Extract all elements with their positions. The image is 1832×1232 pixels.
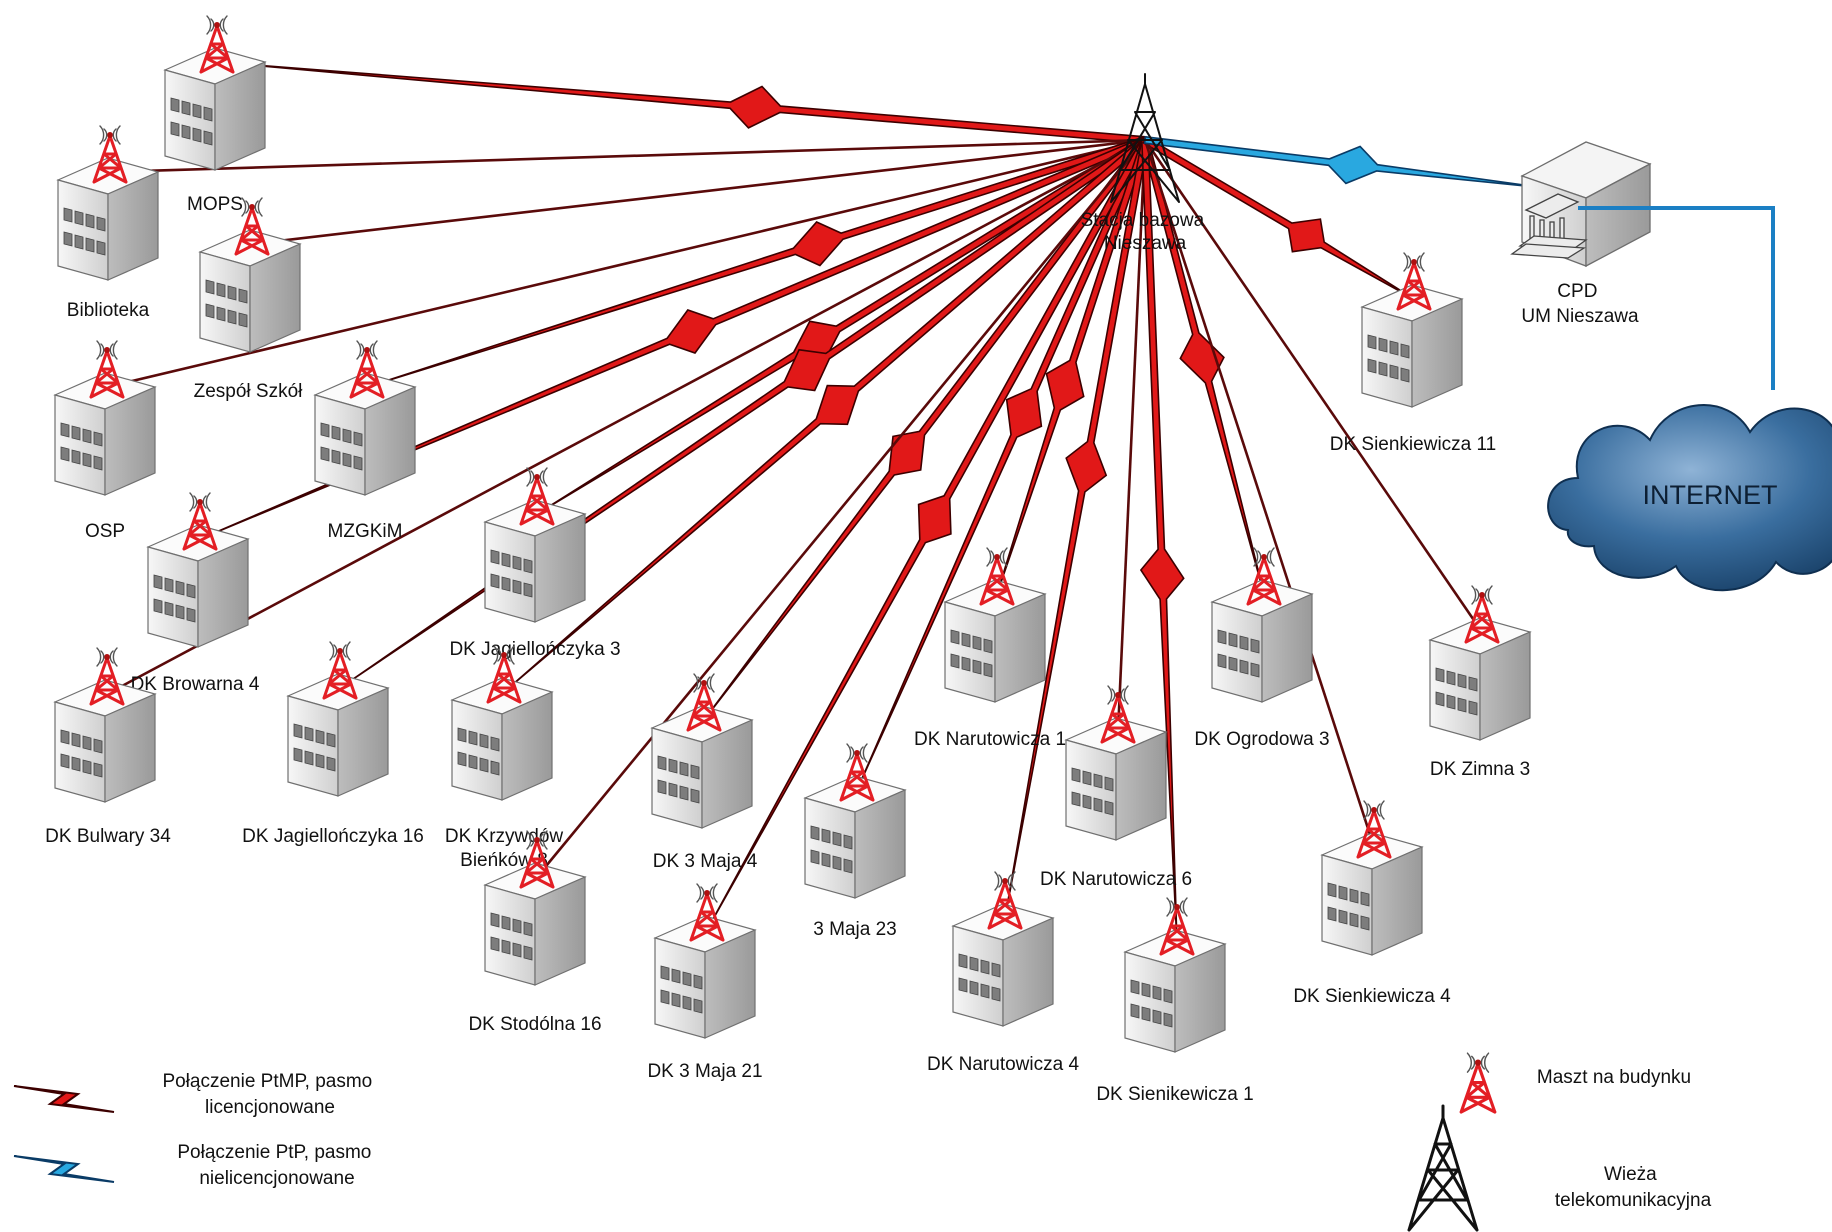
label-zespol-szkol: Zespół Szkół (194, 381, 304, 402)
label-dk-bulwary-34: DK Bulwary 34 (45, 826, 171, 847)
legend-unlicensed-line1: Połączenie PtP, pasmo (177, 1142, 371, 1163)
tower-label-line1: Stacja bazowa (1081, 210, 1205, 231)
legend-tower-line2: telekomunikacyjna (1555, 1190, 1712, 1211)
link-dk-3-maja-4 (703, 136, 1149, 721)
building-dk-sienkiewicza-4 (1321, 799, 1423, 956)
link-dk-zimna-3 (1143, 139, 1484, 633)
building-dk-narutowicza-1 (944, 546, 1046, 703)
label-mzgkim: MZGKiM (328, 521, 403, 542)
cpd-label-line2: UM Nieszawa (1521, 306, 1639, 327)
building-dk-zimna-3 (1429, 584, 1531, 741)
link-dk-3-maja-21 (706, 137, 1149, 931)
link-mzgkim (366, 135, 1148, 388)
cpd-label-line1: CPD (1557, 281, 1597, 302)
link-biblioteka (109, 138, 1146, 174)
cpd-server-icon (1510, 141, 1652, 268)
link-cpd-unlicensed (1143, 135, 1546, 189)
building-dk-sienikewicza-1 (1124, 896, 1226, 1053)
legend-tower-line1: Wieża (1604, 1164, 1657, 1185)
base-station-tower (1110, 73, 1180, 203)
label-line: Bieńków 8 (460, 850, 548, 871)
link-zespol-szkol (251, 138, 1146, 246)
label-dk-3-maja-21: DK 3 Maja 21 (647, 1061, 762, 1082)
cpd-internet-cable (1578, 206, 1775, 390)
building-dk-narutowicza-6 (1065, 684, 1167, 841)
building-mops (164, 14, 266, 171)
building-dk-3-maja-21 (654, 882, 756, 1039)
legend: Połączenie PtMP, pasmo licencjonowane Po… (13, 1051, 1712, 1232)
legend-tower-icon (1407, 1104, 1479, 1232)
label-dk-sienkiewicza-4: DK Sienkiewicza 4 (1293, 986, 1451, 1007)
label-dk-jagiellonczyka-3: DK Jagiellończyka 3 (449, 639, 620, 660)
legend-mast-icon (1459, 1051, 1497, 1114)
label-3-maja-23: 3 Maja 23 (813, 919, 896, 940)
label-line: DK Krzywdów (445, 826, 564, 847)
label-biblioteka: Biblioteka (67, 300, 150, 321)
cpd-label: CPD UM Nieszawa (1521, 281, 1639, 327)
internet-cloud-icon (1547, 404, 1832, 592)
link-dk-sienkiewicza-4 (1143, 139, 1376, 848)
legend-licensed-symbol (13, 1085, 115, 1113)
legend-unlicensed-line2: nielicencjonowane (199, 1168, 354, 1189)
building-dk-jagiellonczyka-3 (484, 466, 586, 623)
label-osp: OSP (85, 521, 125, 542)
label-dk-3-maja-4: DK 3 Maja 4 (653, 851, 758, 872)
label-mops: MOPS (187, 194, 243, 215)
link-dk-jagiellonczyka-3 (536, 136, 1148, 515)
label-dk-browarna-4: DK Browarna 4 (131, 674, 260, 695)
building-mzgkim (314, 339, 416, 496)
legend-mast-label: Maszt na budynku (1537, 1067, 1691, 1088)
building-3-maja-23 (804, 742, 906, 899)
link-dk-krzywdow (503, 136, 1149, 693)
tower-label: Stacja bazowa Nieszawa (1081, 210, 1210, 254)
building-osp (54, 339, 156, 496)
legend-unlicensed-symbol (13, 1155, 115, 1183)
legend-licensed-text: Połączenie PtMP, pasmo licencjonowane (162, 1071, 377, 1118)
building-dk-krzywdow (451, 644, 553, 801)
label-dk-sienikewicza-1: DK Sienikewicza 1 (1096, 1084, 1253, 1105)
link-osp (106, 138, 1146, 389)
legend-licensed-line2: licencjonowane (205, 1097, 335, 1118)
building-zespol-szkol (199, 196, 301, 353)
building-dk-narutowicza-4 (952, 870, 1054, 1027)
link-dk-narutowicza-1 (996, 137, 1150, 595)
label-dk-ogrodowa-3: DK Ogrodowa 3 (1194, 729, 1329, 750)
label-dk-jagiellonczyka-16: DK Jagiellończyka 16 (242, 826, 424, 847)
legend-tower-text: Wieża telekomunikacyjna (1555, 1164, 1712, 1211)
link-dk-sienkiewicza-11 (1142, 136, 1415, 300)
building-biblioteka (57, 124, 159, 281)
label-dk-narutowicza-6: DK Narutowicza 6 (1040, 869, 1192, 890)
link-dk-sienikewicza-1 (1139, 139, 1185, 945)
tower-label-line2: Nieszawa (1104, 233, 1187, 254)
link-dk-stodolna-16 (535, 139, 1147, 878)
link-dk-narutowicza-6 (1116, 139, 1147, 733)
link-3-maja-23 (856, 137, 1149, 791)
label-dk-stodolna-16: DK Stodólna 16 (468, 1014, 601, 1035)
link-dk-browarna-4 (199, 136, 1148, 540)
building-dk-ogrodowa-3 (1211, 546, 1313, 703)
internet-label: INTERNET (1643, 480, 1778, 510)
building-dk-bulwary-34 (54, 646, 156, 803)
label-dk-narutowicza-1: DK Narutowicza 1 (914, 729, 1066, 750)
legend-unlicensed-text: Połączenie PtP, pasmo nielicencjonowane (177, 1142, 376, 1189)
label-dk-zimna-3: DK Zimna 3 (1430, 759, 1530, 780)
link-dk-bulwary-34 (106, 138, 1146, 696)
legend-licensed-line1: Połączenie PtMP, pasmo (162, 1071, 372, 1092)
label-dk-narutowicza-4: DK Narutowicza 4 (927, 1054, 1079, 1075)
building-dk-3-maja-4 (651, 672, 753, 829)
building-dk-browarna-4 (147, 491, 249, 648)
link-mops (216, 61, 1147, 145)
link-dk-narutowicza-4 (1004, 138, 1150, 919)
label-dk-sienkiewicza-11: DK Sienkiewicza 11 (1330, 434, 1497, 455)
